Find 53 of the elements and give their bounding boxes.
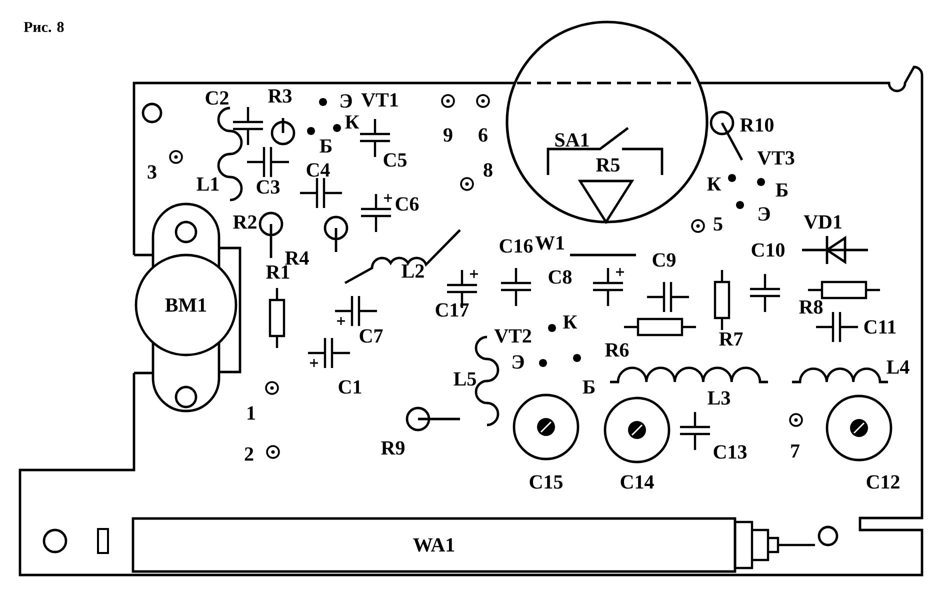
part-label: К: [707, 177, 722, 191]
part-label: C14: [620, 475, 654, 489]
part-label: 1: [248, 406, 255, 420]
part-label: L2: [402, 264, 424, 278]
part-label: К: [563, 315, 578, 329]
part-label: R3: [268, 89, 292, 103]
part-label: R4: [285, 251, 309, 265]
part-label: C15: [530, 475, 562, 489]
part-label: R7: [719, 332, 743, 346]
part-label: C8: [548, 270, 572, 284]
part-label: L5: [454, 372, 476, 386]
part-label: Б: [320, 139, 332, 153]
part-label: C9: [652, 253, 676, 267]
part-label: R6: [605, 343, 629, 357]
figure-title: Рис. 8: [24, 22, 64, 32]
part-label: Э: [340, 94, 352, 108]
part-label: C3: [256, 180, 280, 194]
part-label: C11: [864, 320, 896, 334]
part-label: Б: [776, 183, 788, 197]
part-label: C12: [866, 475, 900, 489]
part-label: 7: [791, 444, 800, 458]
part-label: VT1: [361, 93, 398, 107]
part-label: C5: [384, 153, 406, 167]
part-label: C16: [500, 239, 533, 253]
part-label: C17: [436, 303, 469, 317]
part-label: R2: [233, 215, 256, 229]
part-label: 6: [478, 128, 488, 142]
part-label: C6: [396, 197, 419, 211]
part-label: Э: [758, 207, 770, 221]
part-label: VT2: [494, 329, 532, 343]
part-label: VD1: [804, 215, 842, 229]
part-label: R8: [799, 300, 823, 314]
part-label: C10: [752, 243, 784, 257]
part-label: R10: [740, 118, 774, 132]
part-label: 3: [148, 165, 156, 179]
part-label: 9: [444, 128, 452, 142]
part-label: VT3: [757, 151, 794, 165]
part-label: C13: [714, 445, 747, 459]
part-label: C2: [206, 91, 228, 105]
part-label: 5: [714, 217, 722, 231]
part-label: C1: [338, 380, 362, 394]
antenna-bar: WA1: [132, 517, 736, 573]
part-label: L1: [196, 177, 219, 191]
part-label: 2: [244, 447, 254, 461]
part-label: C7: [360, 329, 383, 343]
part-label: L3: [708, 391, 730, 405]
part-label: Э: [512, 355, 524, 369]
part-label: C4: [306, 163, 330, 177]
part-label: К: [345, 115, 360, 129]
part-label: R9: [381, 441, 404, 455]
part-label: Б: [582, 380, 595, 394]
part-label: R1: [266, 265, 290, 279]
part-label: L4: [886, 360, 910, 374]
